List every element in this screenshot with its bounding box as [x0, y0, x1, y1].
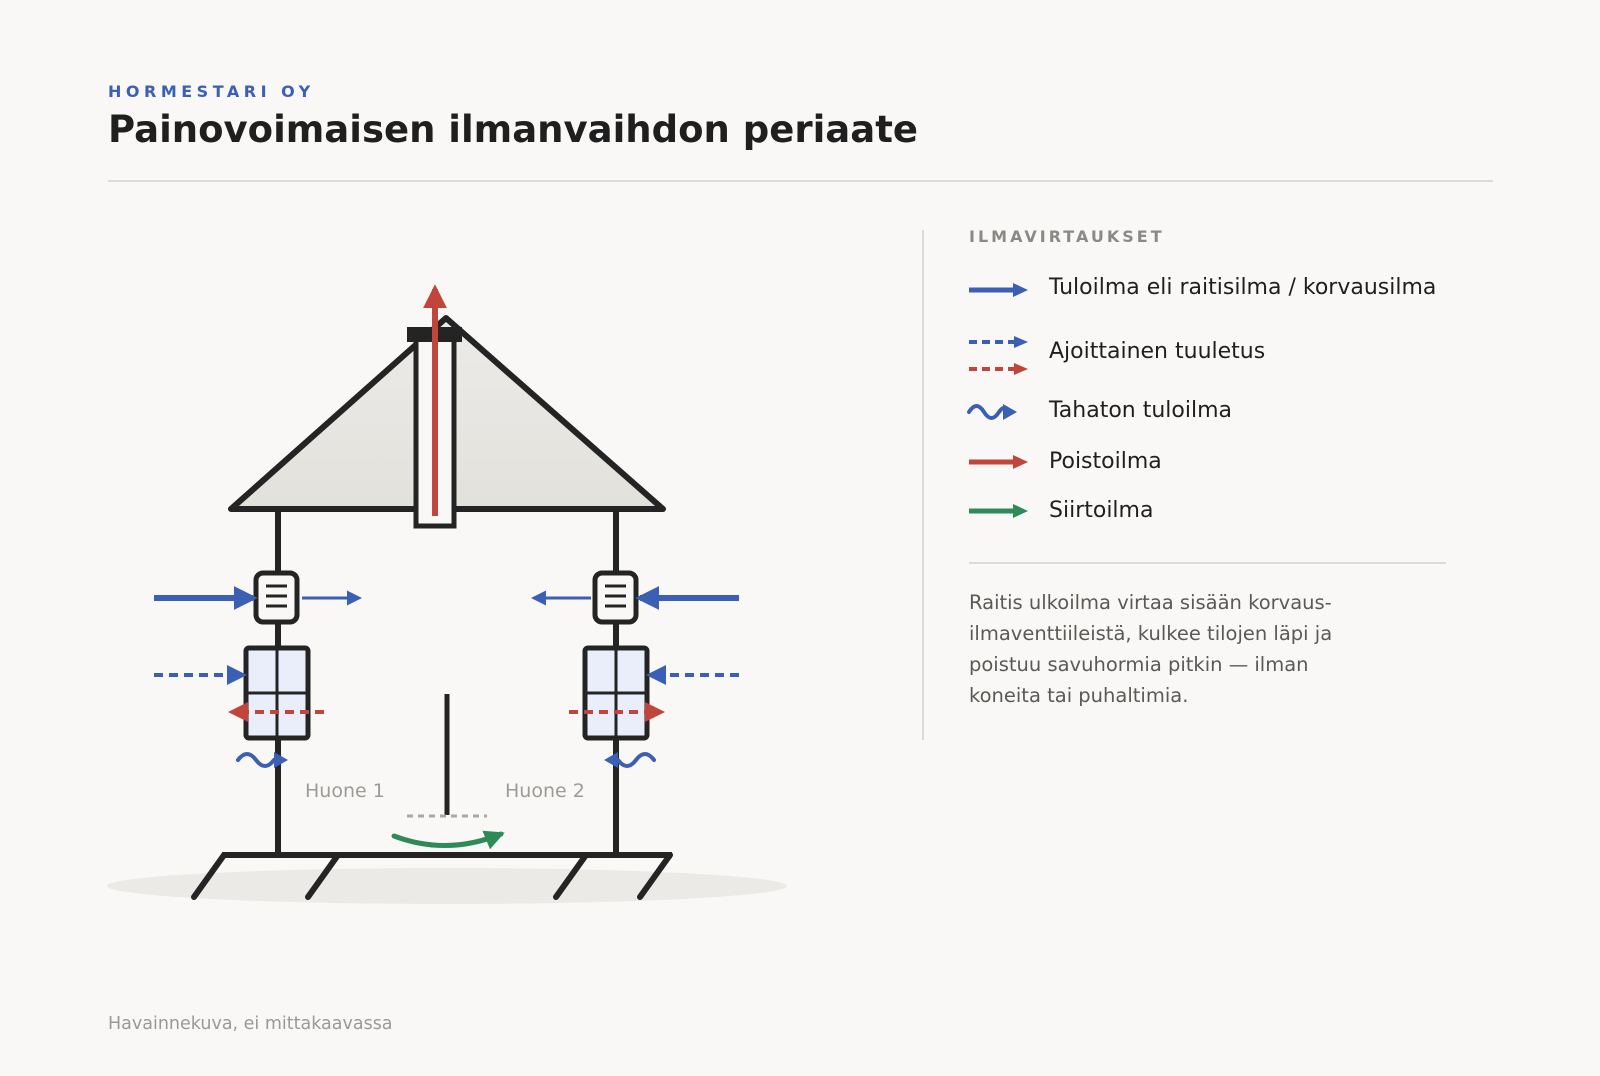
transfer-arrow-icon — [969, 504, 1028, 518]
infiltration-wave-right — [616, 752, 656, 768]
right-window — [582, 645, 650, 741]
ventilation-diagram: Huone 1 Huone 2 — [107, 284, 787, 904]
dashed-arrows-icon — [969, 336, 1028, 375]
vertical-divider — [922, 230, 924, 740]
brand-label: HORMESTARI OY — [108, 82, 315, 101]
legend-label-exhaust: Poistoilma — [1049, 449, 1162, 474]
right-vent — [592, 570, 639, 625]
legend-description: Raitis ulkoilma virtaa sisään korvaus- i… — [969, 591, 1333, 707]
room-label-1: Huone 1 — [305, 780, 385, 802]
ground-shadow — [107, 868, 787, 904]
exhaust-arrow-icon — [969, 455, 1028, 469]
footer-note: Havainnekuva, ei mittakaavassa — [108, 1014, 393, 1034]
infiltration-arrowhead-right — [604, 752, 618, 768]
wave-arrow-icon — [967, 404, 1017, 420]
legend-label-infiltration: Tahaton tuloilma — [1049, 398, 1233, 423]
room-label-2: Huone 2 — [505, 780, 585, 802]
legend-label-supply: Tuloilma eli raitisilma / korvausilma — [1049, 275, 1437, 300]
transfer-air-arrow — [391, 830, 505, 850]
supply-arrow-icon — [969, 283, 1028, 297]
left-vent — [253, 570, 300, 625]
left-window — [243, 645, 311, 741]
header-divider — [108, 180, 1493, 182]
legend-label-airing: Ajoittainen tuuletus — [1049, 339, 1266, 364]
page-title: Painovoimaisen ilmanvaihdon periaate — [108, 108, 918, 151]
legend-divider — [969, 562, 1446, 564]
foundation-legs — [191, 852, 673, 900]
infiltration-wave-left — [236, 752, 276, 768]
infiltration-arrowhead-left — [274, 752, 288, 768]
legend-label-transfer: Siirtoilma — [1049, 498, 1154, 523]
legend-heading: ILMAVIRTAUKSET — [969, 227, 1165, 246]
